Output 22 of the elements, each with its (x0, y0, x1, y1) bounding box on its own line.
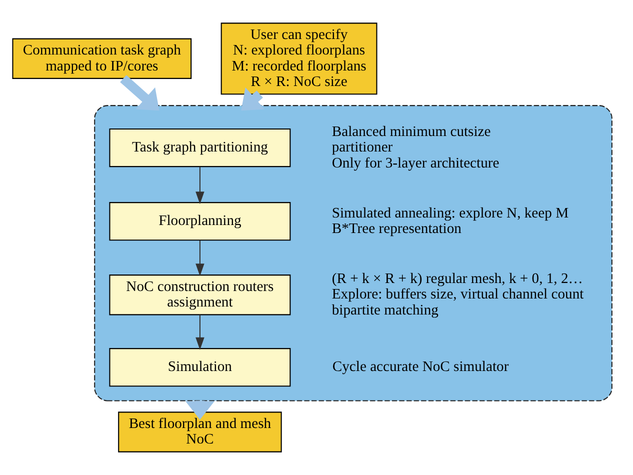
arrow (196, 314, 204, 350)
node-label: Cycle accurate NoC simulator (332, 359, 509, 376)
arrow (120, 75, 160, 111)
node-box: Communication task graph mapped to IP/cores (12, 38, 192, 79)
node-box: NoC construction routers assignment (109, 274, 291, 316)
node-box: Task graph partitioning (109, 128, 291, 168)
node-label: B*Tree representation (332, 221, 462, 238)
node-label: partitioner (332, 140, 393, 156)
node-box: Simulation (109, 348, 291, 387)
cluster (94, 105, 612, 402)
node-label: Only for 3-layer architecture (332, 155, 500, 172)
node-label: Simulated annealing: explore N, keep M (332, 205, 569, 222)
node-label: Explore: buffers size, virtual channel count (332, 286, 584, 303)
arrow (196, 240, 204, 276)
node-label: Balanced minimum cutsize (332, 124, 491, 140)
node-box: Best floorplan and mesh NoC (118, 412, 282, 452)
node-label: (R + k × R + k) regular mesh, k + 0, 1, 2… (332, 271, 583, 288)
arrow (241, 87, 265, 111)
node-label: bipartite matching (332, 302, 438, 318)
arrow (196, 166, 204, 204)
node-box: User can specify N: explored floorplans M: recorded floorplans R × R: NoC size (220, 22, 378, 95)
node-box: Floorplanning (109, 202, 291, 241)
